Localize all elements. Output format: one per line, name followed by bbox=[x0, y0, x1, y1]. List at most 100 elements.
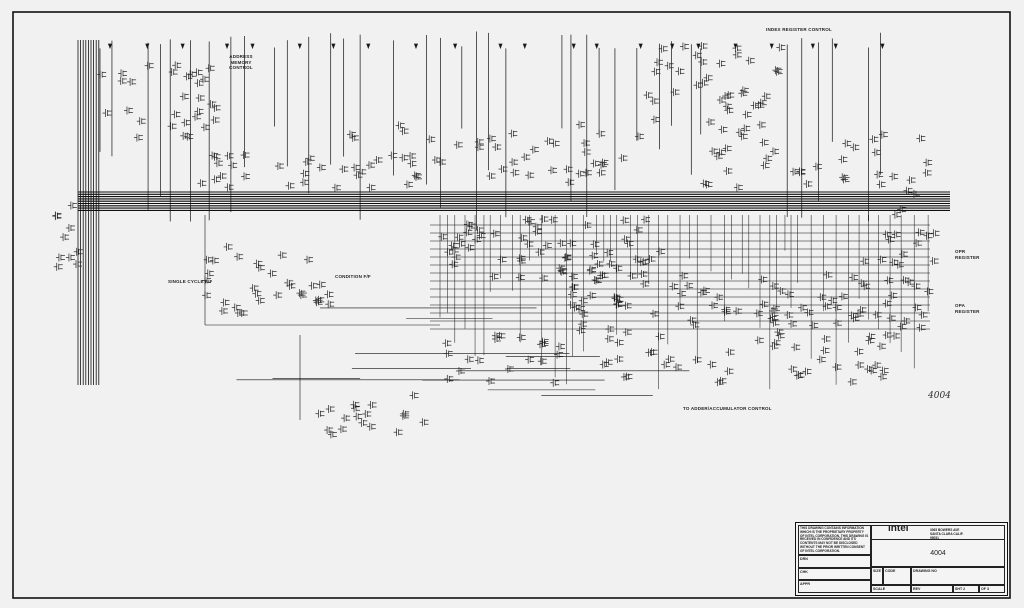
transistor-symbol bbox=[504, 364, 514, 373]
transistor-symbol bbox=[581, 139, 591, 148]
transistor-symbol bbox=[604, 334, 614, 343]
transistor-symbol bbox=[171, 110, 181, 119]
transistor-symbol bbox=[622, 301, 632, 310]
transistor-symbol bbox=[491, 335, 501, 344]
transistor-symbol bbox=[496, 331, 506, 340]
transistor-symbol bbox=[679, 42, 689, 51]
transistor-symbol bbox=[575, 169, 585, 178]
transistor-symbol bbox=[596, 129, 606, 138]
transistor-symbol bbox=[399, 127, 409, 136]
transistor-symbol bbox=[324, 290, 334, 299]
transistor-symbol bbox=[658, 44, 668, 53]
transistor-symbol bbox=[885, 235, 895, 244]
transistor-symbol bbox=[509, 158, 519, 167]
transistor-symbol bbox=[613, 264, 623, 273]
transistor-symbol bbox=[722, 102, 732, 111]
transistor-symbol bbox=[798, 303, 808, 312]
transistor-symbol bbox=[220, 298, 230, 307]
transistor-symbol bbox=[205, 64, 215, 73]
transistor-symbol bbox=[823, 270, 833, 279]
transistor-symbol bbox=[812, 162, 822, 171]
transistor-symbol bbox=[777, 287, 787, 296]
transistor-symbol bbox=[224, 151, 234, 160]
transistor-symbol bbox=[709, 301, 719, 310]
transistor-symbol bbox=[721, 305, 731, 314]
transistor-symbol bbox=[426, 135, 436, 144]
transistor-symbol bbox=[707, 360, 717, 369]
transistor-symbol bbox=[769, 282, 779, 291]
transistor-symbol bbox=[817, 293, 827, 302]
transistor-symbol bbox=[716, 59, 726, 68]
transistor-symbol bbox=[578, 320, 588, 329]
transistor-symbol bbox=[351, 163, 361, 172]
transistor-symbol bbox=[525, 217, 535, 226]
transistor-symbol bbox=[705, 118, 715, 127]
transistor-symbol bbox=[202, 291, 212, 300]
transistor-symbol bbox=[454, 233, 464, 242]
transistor-symbol bbox=[529, 145, 539, 154]
transistor-symbol bbox=[567, 239, 577, 248]
transistor-symbol bbox=[842, 139, 852, 148]
transistor-symbol bbox=[790, 167, 800, 176]
transistor-symbol bbox=[316, 280, 326, 289]
transistor-symbol bbox=[700, 286, 710, 295]
transistor-symbol bbox=[562, 253, 572, 262]
transistor-symbol bbox=[767, 314, 777, 323]
arrow-icon bbox=[696, 43, 701, 50]
transistor-symbol bbox=[168, 68, 178, 77]
transistor-symbol bbox=[757, 98, 767, 107]
arrow-icon bbox=[297, 43, 302, 50]
transistor-symbol bbox=[539, 215, 549, 224]
transistor-symbol bbox=[539, 337, 549, 346]
transistor-symbol bbox=[614, 355, 624, 364]
transistor-symbol bbox=[771, 338, 781, 347]
arrow-icon bbox=[453, 43, 458, 50]
transistor-symbol bbox=[299, 178, 309, 187]
transistor-symbol bbox=[65, 253, 75, 262]
transistor-symbol bbox=[916, 323, 926, 332]
transistor-symbol bbox=[409, 391, 419, 400]
transistor-symbol bbox=[889, 172, 899, 181]
transistor-symbol bbox=[758, 275, 768, 284]
transistor-symbol bbox=[724, 367, 734, 376]
transistor-symbol bbox=[802, 367, 812, 376]
arrow-icon bbox=[833, 43, 838, 50]
transistor-symbol bbox=[474, 137, 484, 146]
transistor-symbol bbox=[741, 124, 751, 133]
transistor-symbol bbox=[838, 155, 848, 164]
transistor-symbol bbox=[277, 251, 287, 260]
transistor-symbol bbox=[640, 279, 650, 288]
arrow-icon bbox=[769, 43, 774, 50]
transistor-symbol bbox=[773, 67, 783, 76]
transistor-symbol bbox=[670, 88, 680, 97]
transistor-symbol bbox=[589, 251, 599, 260]
transistor-symbol bbox=[218, 306, 228, 315]
transistor-symbol bbox=[118, 69, 128, 78]
transistor-symbol bbox=[576, 120, 586, 129]
transistor-symbol bbox=[223, 242, 233, 251]
transistor-symbol bbox=[448, 241, 458, 250]
transistor-symbol bbox=[515, 273, 525, 282]
transistor-symbol bbox=[463, 228, 473, 237]
transistor-symbol bbox=[849, 273, 859, 282]
transistor-symbol bbox=[557, 239, 567, 248]
transistor-symbol bbox=[273, 291, 283, 300]
transistor-symbol bbox=[550, 378, 560, 387]
label-adder-accumulator-control: TO ADDER/ACCUMULATOR CONTROL bbox=[683, 406, 772, 411]
transistor-symbol bbox=[419, 418, 429, 427]
transistor-symbol bbox=[373, 155, 383, 164]
transistor-symbol bbox=[349, 133, 359, 142]
transistor-symbol bbox=[675, 67, 685, 76]
transistor-symbol bbox=[535, 248, 545, 257]
transistor-symbol bbox=[641, 215, 651, 224]
transistor-symbol bbox=[770, 318, 780, 327]
transistor-symbol bbox=[569, 282, 579, 291]
transistor-symbol bbox=[510, 168, 520, 177]
transistor-symbol bbox=[557, 266, 567, 275]
arrow-icon bbox=[145, 43, 150, 50]
transistor-symbol bbox=[822, 302, 832, 311]
transistor-symbol bbox=[753, 309, 763, 318]
transistor-symbol bbox=[839, 173, 849, 182]
transistors bbox=[52, 42, 940, 439]
label-single-cycle-ff: SINGLE CYCLE F/F bbox=[168, 279, 213, 284]
